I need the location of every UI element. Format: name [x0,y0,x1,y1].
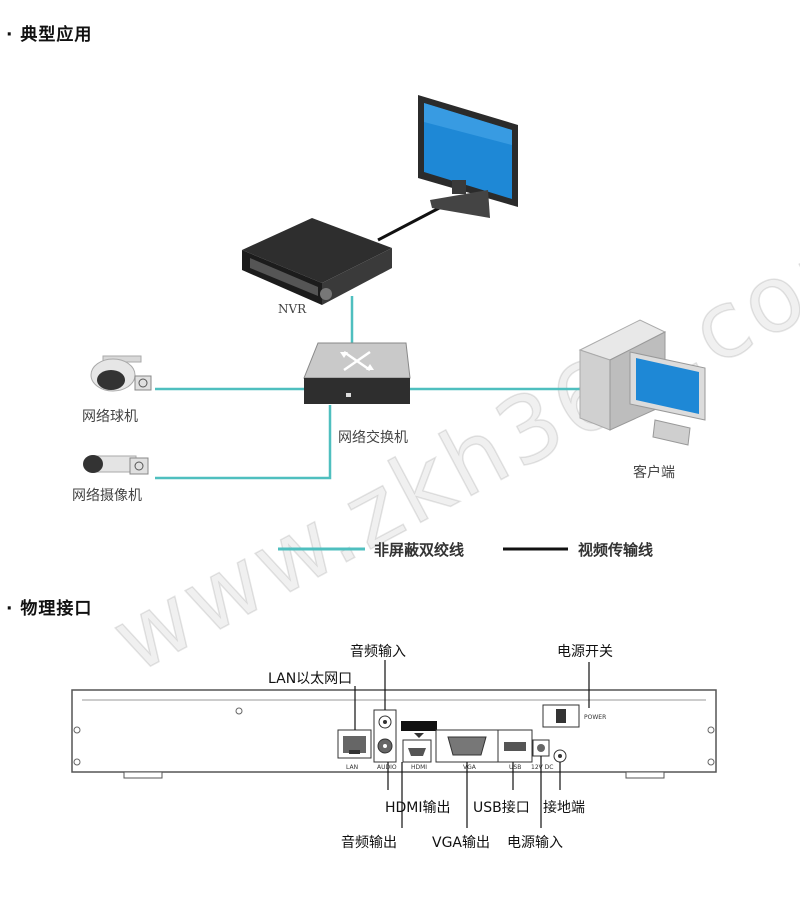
label-usb: USB接口 [473,800,530,816]
power-input-icon [532,739,550,757]
label-vga-out: VGA输出 [432,835,491,851]
label-ground: 接地端 [543,800,585,816]
label-power-switch: 电源开关 [557,644,613,660]
client-label: 客户端 [633,465,675,481]
label-hdmi-out: HDMI输出 [385,800,451,816]
silk-hdmi: HDMI [411,764,428,771]
legend-utp-label: 非屏蔽双绞线 [374,541,465,559]
audio-ports-icon [373,709,397,763]
right-foot [625,771,665,779]
label-power-in: 电源输入 [507,835,563,851]
left-foot [123,771,163,779]
silk-audio: AUDIO [377,764,397,771]
utp-box-switch [155,405,332,480]
box-camera-icon [83,455,149,475]
lan-port-icon [337,729,372,759]
label-lan: LAN以太网口 [268,671,353,687]
utp-cables [155,296,585,480]
nvr-device-icon [242,218,392,305]
ground-terminal-icon [553,749,567,763]
interface-title-text: 物理接口 [20,599,93,619]
power-switch-icon [542,704,580,728]
vga-port-icon [435,729,499,763]
nvr-label: NVR [278,302,307,316]
switch-label: 网络交换机 [338,430,408,446]
legend-video-label: 视频传输线 [578,541,654,559]
interface-section-title: · 物理接口 [6,599,93,619]
monitor-icon [418,95,518,218]
chassis-outline [71,689,717,773]
box-camera-label: 网络摄像机 [72,488,142,504]
application-title-text: 典型应用 [20,25,93,45]
silk-usb: USB [509,764,522,771]
chassis-screws [73,707,715,766]
network-switch-icon [303,342,411,404]
client-pc-icon [578,319,706,446]
label-audio-in: 音频输入 [350,644,406,660]
hdmi-port-icon [401,721,437,763]
application-section-title: · 典型应用 [6,25,93,45]
silk-power: POWER [584,714,607,721]
video-cable-line [377,203,446,242]
dome-camera-label: 网络球机 [82,409,138,425]
silk-vga: VGA [463,764,476,771]
silk-lan: LAN [346,764,359,771]
label-audio-out: 音频输出 [341,835,397,851]
usb-port-icon [497,729,533,763]
dome-camera-icon [90,355,152,392]
network-topology-diagram [83,95,706,551]
silk-dc: 12V DC [531,764,554,771]
